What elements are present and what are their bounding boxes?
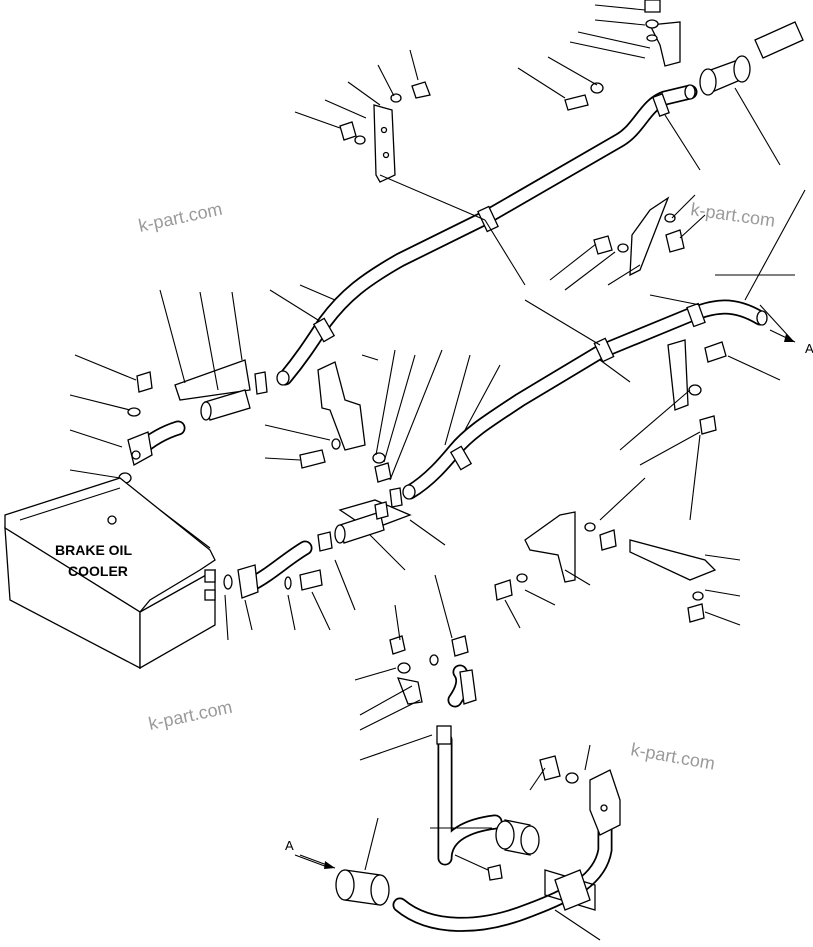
ref-label-left: A (285, 838, 294, 853)
fasteners (127, 0, 727, 881)
tube-clamps (312, 93, 706, 745)
watermark: k-part.com (689, 199, 776, 231)
leader-lines (69, 4, 806, 941)
watermark: k-part.com (147, 697, 234, 734)
cooler-label-line1: BRAKE OIL (55, 542, 132, 558)
brackets (174, 21, 717, 705)
upper-tube (277, 84, 698, 386)
bottom-u-tube (392, 802, 613, 932)
reference-arrows: A A (285, 329, 813, 869)
watermark: k-part.com (629, 739, 716, 773)
brake-oil-cooler: BRAKE OIL COOLER (4, 477, 216, 670)
connectors (118, 389, 477, 705)
couplings (276, 21, 804, 911)
cooler-label-line2: COOLER (68, 563, 128, 579)
middle-tube (402, 299, 768, 500)
watermark: k-part.com (137, 199, 224, 236)
ref-label-right: A (805, 341, 813, 356)
